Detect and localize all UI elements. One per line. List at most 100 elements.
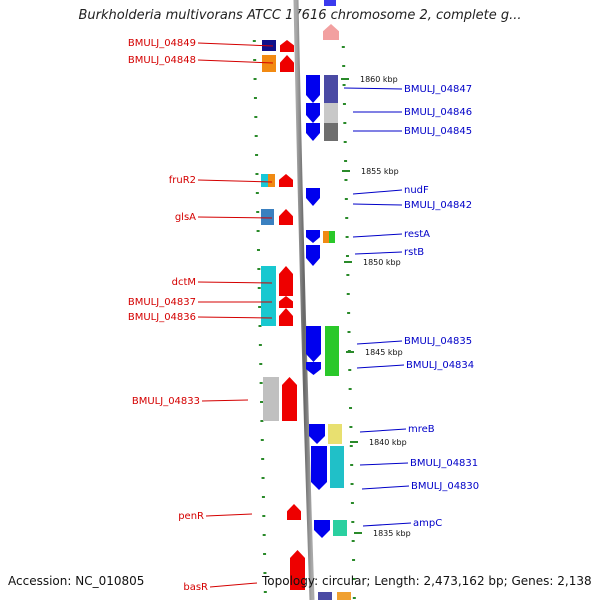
gene-label-left: BMULJ_04833 <box>132 396 200 407</box>
leader-line <box>209 582 258 588</box>
ruler-tick <box>350 502 354 504</box>
gene-block <box>318 592 332 600</box>
gene-block <box>263 377 279 421</box>
ruler-tick <box>261 458 265 460</box>
gene-arrow-forward <box>280 40 294 52</box>
gene-block <box>324 103 338 123</box>
topology-label: Topology: circular; Length: 2,473,162 bp… <box>262 574 592 588</box>
leader-line <box>205 513 253 517</box>
ruler-tick <box>263 553 267 555</box>
ruler-tick <box>350 483 354 485</box>
gene-label-right: BMULJ_04835 <box>404 336 472 347</box>
leader-line <box>197 179 273 183</box>
kbp-tick <box>344 261 352 263</box>
ruler-tick <box>261 477 265 479</box>
gene-arrow-forward <box>287 504 301 520</box>
ruler-tick <box>263 572 267 574</box>
leader-line <box>361 485 410 490</box>
gene-label-right: BMULJ_04830 <box>411 481 479 492</box>
gene-arrow-reverse <box>306 188 320 206</box>
leader-line <box>197 42 274 47</box>
gene-label-right: BMULJ_04847 <box>404 84 472 95</box>
leader-line <box>197 59 274 64</box>
ruler-tick <box>253 78 257 80</box>
chromosome-backbone <box>293 0 315 600</box>
ruler-tick <box>256 211 260 213</box>
ruler-tick <box>258 325 262 327</box>
gene-arrow-reverse <box>314 520 330 538</box>
leader-line <box>201 399 249 402</box>
ruler-tick <box>351 540 355 542</box>
ruler-tick <box>343 122 347 124</box>
ruler-tick <box>261 496 265 498</box>
gene-arrow-forward <box>323 24 339 40</box>
ruler-tick <box>343 141 347 143</box>
kbp-label: 1845 kbp <box>365 348 403 357</box>
ruler-tick <box>352 559 356 561</box>
ruler-tick <box>256 249 260 251</box>
gene-arrow-forward <box>279 209 293 225</box>
ruler-tick <box>342 103 346 105</box>
map-title: Burkholderia multivorans ATCC 17616 chro… <box>78 8 522 23</box>
gene-label-right: nudF <box>404 185 429 196</box>
gene-labels: BMULJ_04849BMULJ_04848fruR2glsAdctMBMULJ… <box>128 38 479 593</box>
leader-line <box>343 87 403 90</box>
kbp-tick <box>341 78 349 80</box>
ruler-tick <box>260 401 264 403</box>
ruler-tick <box>344 179 348 181</box>
ruler-tick <box>263 591 267 593</box>
gene-arrow-reverse <box>306 123 320 141</box>
ruler-tick <box>254 116 258 118</box>
leader-line <box>356 364 405 369</box>
gene-arrow-forward <box>282 377 297 421</box>
ruler-tick <box>351 521 355 523</box>
gene-label-left: glsA <box>175 212 196 223</box>
ruler-tick <box>349 426 353 428</box>
gene-arrow-forward <box>290 550 305 590</box>
gene-label-right: mreB <box>408 424 435 435</box>
ruler-tick <box>344 198 348 200</box>
gene-arrow-forward <box>279 308 293 326</box>
ruler-tick <box>259 363 263 365</box>
gene-label-right: ampC <box>413 518 442 529</box>
ruler-tick <box>347 331 351 333</box>
ruler-tick <box>347 312 351 314</box>
leader-line <box>197 281 273 284</box>
gene-label-left: BMULJ_04836 <box>128 312 196 323</box>
kbp-tick <box>342 170 350 172</box>
gene-label-right: rstB <box>404 247 424 258</box>
ruler-tick <box>341 46 345 48</box>
gene-label-right: BMULJ_04834 <box>406 360 474 371</box>
kbp-label: 1840 kbp <box>369 438 407 447</box>
ruler-tick <box>342 65 346 67</box>
ruler-tick <box>262 534 266 536</box>
gene-label-left: BMULJ_04848 <box>128 55 196 66</box>
ruler-tick <box>257 287 261 289</box>
kbp-tick <box>346 351 354 353</box>
gene-arrow-reverse <box>306 75 320 103</box>
gene-label-left: dctM <box>172 277 196 288</box>
label-leaders <box>197 42 412 588</box>
gene-block <box>337 592 351 600</box>
ruler-tick <box>349 445 353 447</box>
gene-block <box>261 174 268 187</box>
leader-line <box>352 189 403 195</box>
gene-label-left: penR <box>178 511 204 522</box>
gene-arrow-forward <box>280 55 294 72</box>
ruler-tick <box>258 306 262 308</box>
kbp-label: 1860 kbp <box>360 75 398 84</box>
gene-label-right: BMULJ_04846 <box>404 107 472 118</box>
gene-block <box>333 520 347 536</box>
gene-block <box>324 0 336 6</box>
ruler-tick <box>346 293 350 295</box>
gene-label-right: restA <box>404 229 430 240</box>
ruler-tick <box>350 464 354 466</box>
ruler-tick <box>352 578 356 580</box>
gene-block <box>268 174 275 187</box>
gene-label-right: BMULJ_04845 <box>404 126 472 137</box>
gene-block <box>262 55 276 72</box>
gene-block <box>324 75 338 103</box>
ruler-tick <box>344 160 348 162</box>
ruler-tick <box>349 407 353 409</box>
